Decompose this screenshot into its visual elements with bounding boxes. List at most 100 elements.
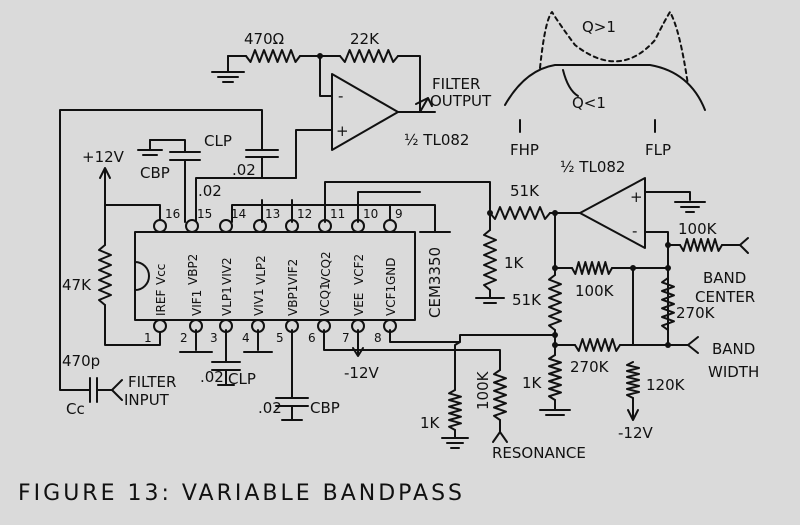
arrow-down-icon [352, 344, 364, 357]
label-51k-input: 51K [510, 182, 540, 200]
resistor-270k-horizontal [574, 338, 621, 352]
label-100k-center: 100K [678, 220, 718, 238]
resistor-1k-resonance [448, 389, 462, 431]
ic-pin-number: 15 [197, 207, 212, 221]
ic-pin-number: 1 [144, 331, 152, 345]
opamp2-plus: + [630, 188, 643, 206]
label-filter-output-2: OUTPUT [430, 92, 492, 110]
resistor-470-ohm [245, 49, 301, 63]
label-band-width-1: BAND [712, 340, 755, 358]
label-270k-horizontal: 270K [570, 358, 610, 376]
ic-pin-name: VCF1 [384, 285, 398, 316]
opamp-control [579, 177, 646, 249]
resistor-47k [98, 244, 112, 306]
ground-symbol [211, 55, 245, 83]
label-band-center-1: BAND [703, 269, 746, 287]
resistor-51k-input [489, 206, 551, 220]
ic-pin-number: 13 [265, 207, 280, 221]
junction [552, 332, 558, 338]
wire [397, 55, 436, 113]
opamp-plus: + [336, 122, 349, 140]
junction [665, 242, 671, 248]
label-1k-shunt: 1K [504, 254, 525, 272]
ic-pin-number: 10 [363, 207, 378, 221]
label-opamp-output: ½ TL082 [404, 131, 469, 149]
junction [552, 342, 558, 348]
response-curve-q-low [504, 64, 706, 111]
ic-pin-name: VEE [352, 293, 366, 316]
label-1k-resonance: 1K [420, 414, 441, 432]
wire [59, 109, 263, 391]
ic-pin-name: Vcc [154, 264, 168, 285]
label-51k-divider: 51K [512, 291, 542, 309]
ic-pin-number: 8 [374, 331, 382, 345]
label-q-high: Q>1 [582, 18, 616, 36]
label-clp-top-val: .02 [232, 161, 256, 179]
ground-symbol [674, 201, 706, 213]
ic-pin-name: IREF [154, 290, 168, 316]
capacitor-clp-top [195, 149, 297, 223]
label-neg-supply: -12V [618, 424, 653, 442]
ic-pin-number: 9 [395, 207, 403, 221]
wire [104, 304, 161, 346]
ic-pin-number: 16 [165, 207, 180, 221]
label-f-hp: FHP [510, 141, 539, 159]
band-center-jack-icon [721, 237, 749, 254]
wire [323, 329, 556, 391]
ic-pin-name: VCQ2 [319, 251, 333, 285]
opamp-minus: - [338, 87, 343, 105]
ic-pin-name: VBP1 [286, 285, 300, 316]
ic-pin-number: 11 [330, 207, 345, 221]
resistor-22k [339, 49, 399, 63]
ground-symbol [475, 289, 505, 304]
capacitor-cbp-top [149, 139, 201, 161]
label-cbp-top: CBP [140, 164, 170, 182]
label-470p: 470p [62, 352, 100, 370]
junction [552, 210, 558, 216]
label-q-low: Q<1 [572, 94, 606, 112]
capacitor-cc [79, 377, 113, 403]
label-resonance: RESONANCE [492, 444, 586, 462]
resistor-1k-shunt [483, 229, 497, 291]
ic-body [134, 231, 416, 321]
ic-pin-15 [185, 219, 199, 233]
ic-pin-16 [153, 219, 167, 233]
wire [261, 181, 491, 223]
resistor-100k-center [679, 238, 723, 252]
resistor-51k-divider [548, 274, 562, 331]
label-cbp-top-val: .02 [198, 182, 222, 200]
label-clp-bot-val: .02 [200, 368, 224, 386]
label-clp-top: CLP [204, 132, 232, 150]
ic-pin-name: VCQ1 [318, 282, 332, 316]
label-filter-output-1: FILTER [432, 75, 480, 93]
ground-symbol [441, 429, 469, 449]
label-120k: 120K [646, 376, 686, 394]
resistor-270k-vertical [661, 277, 675, 331]
ic-pin-14 [219, 219, 233, 233]
resistor-1k-divider [548, 354, 562, 401]
label-470-ohm: 470Ω [244, 30, 284, 48]
arrow-up-icon [99, 167, 111, 206]
ic-pin-9 [383, 219, 397, 233]
ic-pin-name: VLP1 [220, 286, 234, 316]
label-supply-pos: +12V [82, 148, 125, 166]
wire [644, 231, 681, 346]
figure-caption: FIGURE 13: VARIABLE BANDPASS [18, 481, 465, 506]
ic-pin-number: 2 [180, 331, 188, 345]
label-22k: 22K [350, 30, 380, 48]
wire [231, 204, 451, 233]
label-cbp-bot: CBP [310, 399, 340, 417]
ic-pin-name: VIF2 [286, 259, 300, 285]
label-band-center-2: CENTER [695, 288, 755, 306]
opamp2-minus: - [632, 222, 637, 240]
wire [179, 329, 273, 353]
ic-pin-name: VIF1 [190, 290, 204, 316]
label-1k-divider: 1K [522, 374, 543, 392]
junction [552, 265, 558, 271]
label-ic-part: CEM3350 [426, 247, 444, 318]
resistor-120k [626, 361, 640, 399]
ground-symbol [137, 139, 163, 156]
junction [665, 265, 671, 271]
